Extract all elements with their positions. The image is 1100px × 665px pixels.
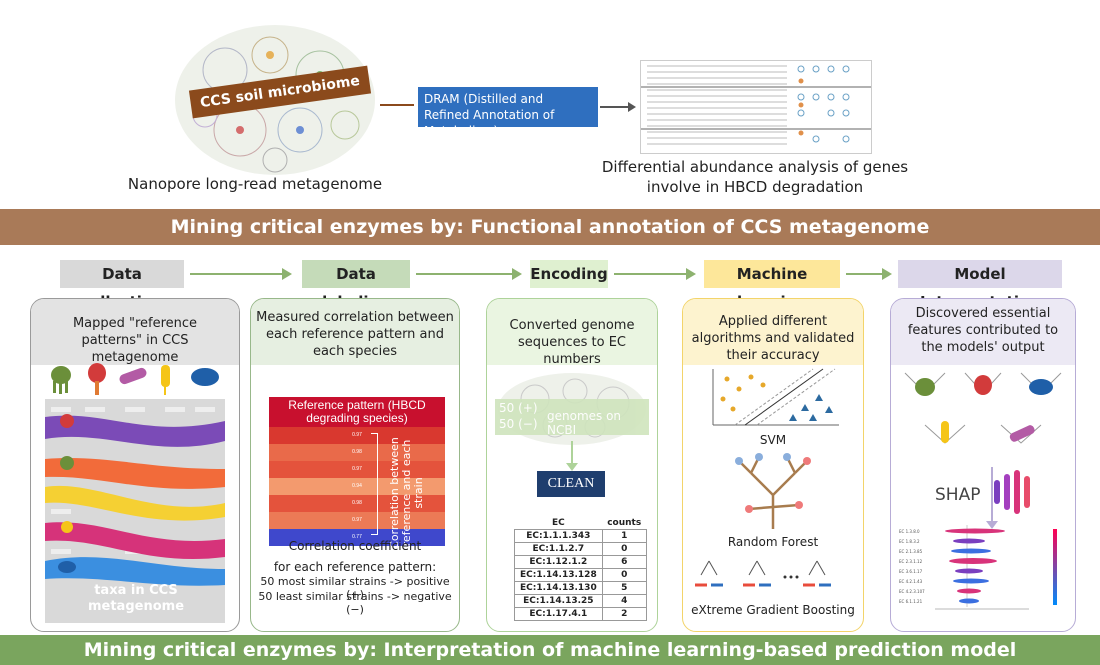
card-machine-learning: Applied different algorithms and validat… [682,298,864,632]
heatmap-header: Reference pattern (HBCD degrading specie… [269,397,445,427]
step-data-collection: Data collection [60,260,184,311]
card-interpret-heading: Discovered essential features contribute… [907,306,1059,355]
svg-text:EC 4.2.1.43: EC 4.2.1.43 [899,579,923,584]
svg-text:EC 2.1.3.85: EC 2.1.3.85 [899,549,923,554]
svg-text:EC 3.6.1.17: EC 3.6.1.17 [899,569,923,574]
arrow-to-heatmap [600,102,636,112]
step-machine-learning: Machine learning [704,260,840,311]
card-ml-heading: Applied different algorithms and validat… [691,314,855,363]
rule-positive: 50 most similar strains -> positive (+) [260,575,450,601]
microbe-icons [51,363,219,395]
dram-heatmap-figure [640,60,872,154]
card-collection-heading: Mapped "reference patterns" in CCS metag… [72,316,198,365]
card-interpret-heading-bg: Discovered essential features contribute… [891,299,1075,365]
genomes-box: 50 (+) 50 (−) genomes on NCBI [495,399,649,437]
dram-heatmap-image [641,65,871,145]
taxa-label: taxa in CCS metagenome [87,583,185,614]
clean-label: CLEAN [547,476,595,491]
random-forest-label: Random Forest [727,535,819,549]
heat-row: 0.98 [269,495,445,512]
card-model-interpretation: Discovered essential features contribute… [890,298,1076,632]
card-encoding-heading-bg: Converted genome sequences to EC numbers [487,299,657,367]
svm-plot-image [712,368,839,426]
arrow-step-4 [846,268,892,280]
reference-label: Reference pattern (HBCD degrading specie… [288,398,426,425]
step-encoding: Encoding [530,260,608,288]
xgboost-image [695,560,831,587]
dram-box: DRAM (Distilled and Refined Annotation o… [418,87,598,138]
shap-logo-icon [994,470,1030,514]
card-ml-heading-bg: Applied different algorithms and validat… [683,299,863,365]
neg-count: 50 (−) [499,417,538,431]
card-data-collection: Mapped "reference patterns" in CCS metag… [30,298,240,632]
card-labeling-heading: Measured correlation between each refere… [256,310,454,359]
arrow-step-2 [416,268,522,280]
svg-text:EC 1.8.3.2: EC 1.8.3.2 [899,539,920,544]
rule-intro: for each reference pattern: [273,560,437,574]
svg-text:EC 6.1.1.21: EC 6.1.1.21 [899,599,923,604]
yellow-rod-icon [161,365,170,395]
card-encoding-heading: Converted genome sequences to EC numbers [509,318,635,367]
dram-label: DRAM (Distilled and Refined Annotation o… [424,92,555,138]
genomes-label: genomes on NCBI [547,409,622,437]
blue-cell-icon [191,368,219,386]
feature-trees-image [904,372,1062,444]
arrow-step-3 [614,268,696,280]
counts-header: counts [602,517,647,530]
svg-text:EC 2.3.1.12: EC 2.3.1.12 [899,559,923,564]
card-data-labeling: Measured correlation between each refere… [250,298,460,632]
shap-beeswarm-image: EC 1.3.8.0 EC 1.8.3.2 EC 2.1.3.85 EC 2.3.1.… [899,525,1057,610]
heat-row: 0.97 [269,461,445,478]
pos-count: 50 (+) [499,401,538,415]
diff-abundance-caption: Differential abundance analysis of genes… [601,158,909,196]
arrow-to-dram [380,104,414,106]
clean-button-box: CLEAN [537,471,605,497]
coef-label: Correlation coefficient [288,539,422,553]
rule-negative: 50 least similar strains -> negative (−) [258,590,452,616]
red-microbe-icon [88,363,106,395]
shap-arrow [986,467,998,529]
correlation-heatmap: Reference pattern (HBCD degrading specie… [269,397,445,546]
xgboost-label: eXtreme Gradient Boosting [691,603,855,617]
card-labeling-heading-bg: Measured correlation between each refere… [251,299,459,365]
shap-label: SHAP [935,485,981,505]
svm-label: SVM [759,433,787,447]
heat-row: 0.77 [269,529,445,546]
banner-top: Mining critical enzymes by: Functional a… [0,209,1100,245]
heat-row: 0.94 [269,478,445,495]
step-data-labeling: Data labeling [302,260,410,311]
random-forest-image [735,453,811,529]
banner-bottom: Mining critical enzymes by: Interpretati… [0,635,1100,665]
card-collection-heading-bg: Mapped "reference patterns" in CCS metag… [31,299,239,365]
heatmap-bracket [371,433,378,535]
encoding-arrow [566,441,578,471]
step-model-interpretation: Model Interpretation [898,260,1062,311]
heat-row: 0.97 [269,512,445,529]
ec-header: EC [514,517,603,530]
arrow-step-1 [190,268,292,280]
pink-rod-icon [119,367,147,385]
card-encoding: Converted genome sequences to EC numbers… [486,298,658,632]
heat-row: 0.97 [269,427,445,444]
metagenome-caption: Nanopore long-read metagenome [127,175,383,193]
svg-text:EC 1.3.8.0: EC 1.3.8.0 [899,529,920,534]
green-microbe-icon [51,366,71,394]
heat-row: 0.98 [269,444,445,461]
svg-text:EC 4.2.3.107: EC 4.2.3.107 [899,589,925,594]
taxa-flow-image [45,399,225,623]
